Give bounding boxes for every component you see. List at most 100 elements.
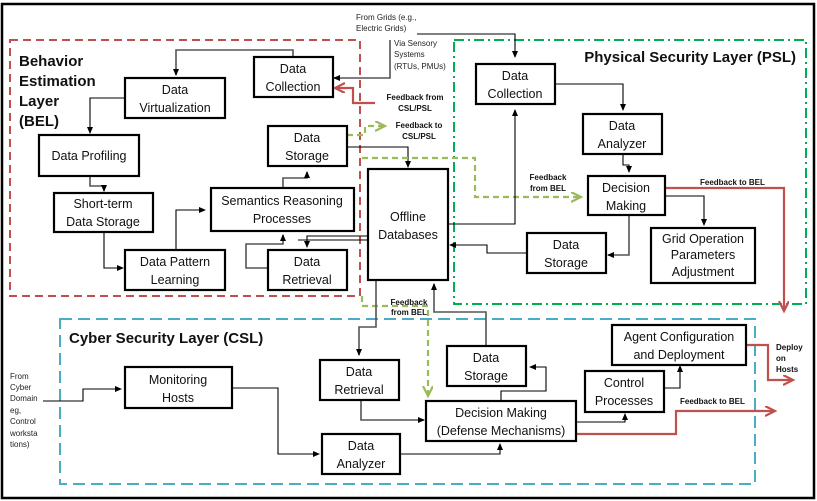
svg-text:Domain: Domain <box>10 394 38 403</box>
svg-text:Data: Data <box>502 69 528 83</box>
bel-data-retrieval-box[interactable]: Data Retrieval <box>266 248 349 292</box>
arrow-profiling-to-shortterm <box>89 176 107 192</box>
svg-text:Collection: Collection <box>488 87 543 101</box>
csl-feedback-to-bel-label: Feedback to BEL <box>680 397 745 406</box>
psl-feedback-from-bel-label: Feedback from BEL <box>530 173 567 193</box>
bel-short-term-data-storage-box[interactable]: Short-term Data Storage <box>52 191 155 234</box>
arrow-analyzer-to-decision <box>622 155 632 173</box>
svg-text:Data: Data <box>162 83 188 97</box>
svg-text:Analyzer: Analyzer <box>337 457 386 471</box>
svg-text:Decision Making: Decision Making <box>455 406 547 420</box>
svg-text:Storage: Storage <box>285 149 329 163</box>
psl-decision-making-box[interactable]: Decision Making <box>586 174 667 217</box>
bel-data-pattern-learning-box[interactable]: Data Pattern Learning <box>123 248 227 292</box>
svg-text:Storage: Storage <box>544 256 588 270</box>
arrow-virtualization-to-profiling <box>87 97 125 134</box>
svg-text:Hosts: Hosts <box>162 391 194 405</box>
svg-text:Collection: Collection <box>266 80 321 94</box>
bel-data-collection-box[interactable]: Data Collection <box>252 55 335 99</box>
arrow-csl-feedback-to-bel <box>576 411 774 436</box>
svg-text:tions): tions) <box>10 440 30 449</box>
svg-text:(RTUs, PMUs): (RTUs, PMUs) <box>394 62 446 71</box>
svg-text:Layer: Layer <box>19 93 59 110</box>
psl-layer-border <box>453 39 807 305</box>
psl-data-collection-box[interactable]: Data Collection <box>474 62 557 106</box>
svg-text:Deploy: Deploy <box>776 343 803 352</box>
svg-text:Adjustment: Adjustment <box>672 265 735 279</box>
svg-text:Via Sensory: Via Sensory <box>394 39 437 48</box>
svg-text:Data Storage: Data Storage <box>66 215 140 229</box>
svg-text:Parameters: Parameters <box>671 248 736 262</box>
arrow-psl-feedback-to-bel <box>665 186 784 310</box>
svg-text:CSL/PSL: CSL/PSL <box>402 132 436 141</box>
from-cyber-domain-note: From Cyber Domain eg, Control worksta ti… <box>9 372 38 449</box>
svg-text:Agent Configuration: Agent Configuration <box>624 330 735 344</box>
svg-text:Systems: Systems <box>394 50 425 59</box>
svg-text:Data Profiling: Data Profiling <box>51 149 126 163</box>
svg-text:Data: Data <box>553 238 579 252</box>
arrow-shortterm-to-pattern <box>103 232 124 271</box>
svg-text:CSL/PSL: CSL/PSL <box>398 104 432 113</box>
csl-layer-border <box>59 318 756 485</box>
svg-text:Data: Data <box>473 351 499 365</box>
arrow-cyber-domain-to-monitoring <box>43 386 122 402</box>
svg-text:and Deployment: and Deployment <box>633 348 725 362</box>
feedback-to-csl-psl-label: Feedback to CSL/PSL <box>396 121 443 141</box>
svg-text:Learning: Learning <box>151 273 200 287</box>
bel-semantics-reasoning-box[interactable]: Semantics Reasoning Processes <box>209 186 356 233</box>
svg-text:Hosts: Hosts <box>776 365 799 374</box>
from-grids-note: From Grids (e.g., Electric Grids) <box>356 13 416 33</box>
psl-grid-operation-box[interactable]: Grid Operation Parameters Adjustment <box>649 226 757 285</box>
svg-text:Short-term: Short-term <box>73 197 132 211</box>
arrow-deploy-on-hosts <box>743 343 792 380</box>
arrow-decision-to-control <box>576 413 628 423</box>
arrow-retrieval-to-semantics <box>245 234 286 269</box>
csl-agent-configuration-box[interactable]: Agent Configuration and Deployment <box>610 323 748 367</box>
arrow-monitoring-to-analyzer <box>232 387 320 457</box>
svg-text:Data: Data <box>609 119 635 133</box>
arrow-analyzer-to-decision <box>400 443 503 455</box>
bel-data-profiling-box[interactable]: Data Profiling <box>37 133 141 178</box>
svg-text:Making: Making <box>606 199 646 213</box>
svg-text:Data: Data <box>280 62 306 76</box>
via-sensory-systems-note: Via Sensory Systems (RTUs, PMUs) <box>394 39 446 71</box>
svg-text:Semantics Reasoning: Semantics Reasoning <box>221 194 343 208</box>
bel-data-storage-box[interactable]: Data Storage <box>266 124 349 168</box>
csl-data-storage-box[interactable]: Data Storage <box>445 344 528 388</box>
arrow-decision-to-csl-storage <box>500 364 547 400</box>
arrow-storage-to-offline <box>347 146 411 168</box>
arrow-decision-to-psl-storage <box>607 215 630 258</box>
csl-monitoring-hosts-box[interactable]: Monitoring Hosts <box>123 365 234 410</box>
psl-layer-title: Physical Security Layer (PSL) <box>584 49 796 66</box>
offline-databases-box[interactable]: Offline Databases <box>366 167 450 282</box>
bel-data-virtualization-box[interactable]: Data Virtualization <box>123 76 227 120</box>
svg-text:on: on <box>776 354 786 363</box>
bel-layer-title: Behavior Estimation Layer (BEL) <box>19 53 96 130</box>
svg-text:Data Pattern: Data Pattern <box>140 255 210 269</box>
svg-text:Data: Data <box>348 439 374 453</box>
csl-data-analyzer-box[interactable]: Data Analyzer <box>320 432 402 476</box>
svg-text:Decision: Decision <box>602 181 650 195</box>
csl-control-processes-box[interactable]: Control Processes <box>583 369 666 414</box>
arrow-collection-to-virtualization <box>173 49 294 76</box>
arrow-psl-storage-to-offline <box>449 242 527 254</box>
svg-text:Virtualization: Virtualization <box>139 101 210 115</box>
csl-data-retrieval-box[interactable]: Data Retrieval <box>318 358 401 402</box>
svg-text:Feedback: Feedback <box>530 173 567 182</box>
deploy-on-hosts-label: Deploy on Hosts <box>776 343 803 374</box>
arrow-offline-to-retrieval <box>304 235 367 248</box>
bel-layer-border <box>9 39 361 297</box>
svg-text:From Grids (e.g.,: From Grids (e.g., <box>356 13 416 22</box>
arrow-pattern-to-semantics <box>175 207 206 250</box>
svg-text:Behavior: Behavior <box>19 53 83 70</box>
svg-text:Control: Control <box>10 417 36 426</box>
svg-text:Storage: Storage <box>464 369 508 383</box>
psl-data-analyzer-box[interactable]: Data Analyzer <box>581 112 664 156</box>
svg-text:Data: Data <box>346 365 372 379</box>
csl-decision-making-box[interactable]: Decision Making (Defense Mechanisms) <box>424 399 578 443</box>
arrow-decision-to-grid-operation <box>665 195 707 226</box>
arrow-semantics-to-storage <box>282 171 310 188</box>
psl-feedback-to-bel-label: Feedback to BEL <box>700 178 765 187</box>
psl-data-storage-box[interactable]: Data Storage <box>525 231 608 275</box>
